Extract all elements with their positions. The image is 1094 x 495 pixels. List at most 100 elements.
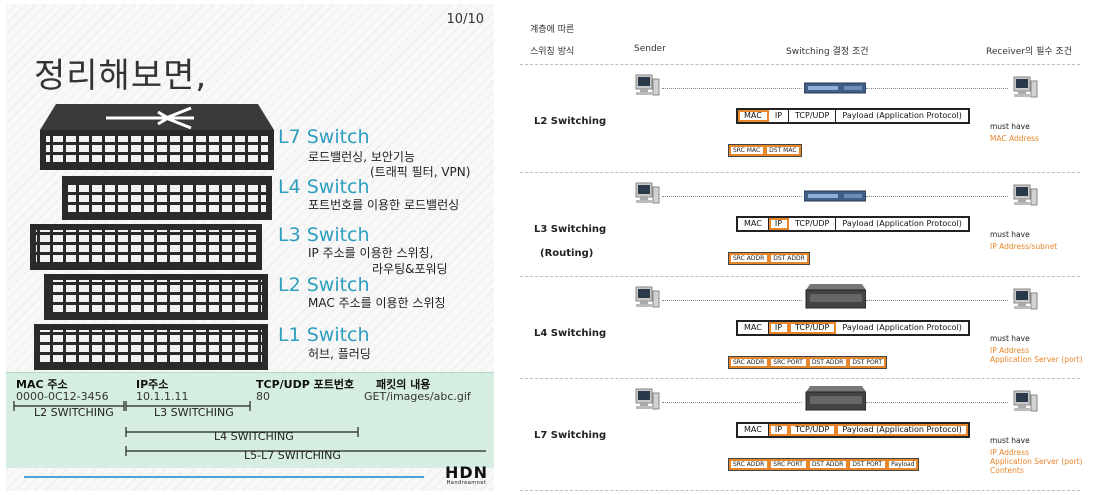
receiver-pc-icon <box>1012 288 1038 314</box>
required-item: MAC Address <box>990 134 1039 143</box>
ip-address-value: 10.1.1.11 <box>136 390 189 403</box>
must-have-label: must have <box>990 436 1030 445</box>
l3-desc-2: 라우팅&포워딩 <box>372 262 448 276</box>
col-layer-head-2: 스위칭 방식 <box>530 47 575 57</box>
link-line <box>662 402 802 403</box>
packet-field: MAC <box>738 218 769 230</box>
detail-field: SRC MAC <box>729 145 766 156</box>
must-have-label: must have <box>990 334 1030 343</box>
detail-field: DST PORT <box>848 357 887 368</box>
row-label: L4 Switching <box>534 328 607 339</box>
packet-field: Payload (Application Protocol) <box>842 323 962 332</box>
row-label: L2 Switching <box>534 116 607 127</box>
col-sender-head: Sender <box>634 44 666 54</box>
detail-field: DST ADDR <box>807 357 849 368</box>
port-head: TCP/UDP 포트번호 <box>256 378 355 391</box>
detail-field: DST MAC <box>765 145 801 156</box>
detail-field: Payload <box>887 459 919 470</box>
sender-pc-icon <box>634 74 660 100</box>
summary-slide: 10/10 정리해보면, L7 Switch <box>6 4 494 491</box>
detail-field: DST ADDR <box>807 459 849 470</box>
l2-switching-range: L2 SWITCHING <box>34 406 114 419</box>
detail-field: SRC PORT <box>769 357 808 368</box>
payload-value: GET/images/abc.gif <box>364 390 471 403</box>
l7-desc-2: (트래픽 필터, VPN) <box>370 165 471 179</box>
detail-field: DST ADDR <box>769 253 809 264</box>
link-line <box>866 196 1008 197</box>
receiver-pc-icon <box>1012 184 1038 210</box>
packet-field: MAC <box>738 322 769 334</box>
footer-line <box>24 476 424 478</box>
mac-address-value: 0000-0C12-3456 <box>16 390 109 403</box>
col-receiver-head: Receiver의 필수 조건 <box>986 47 1073 57</box>
must-have-label: must have <box>990 122 1030 131</box>
switching-comparison-table: 계층에 따른 스위칭 방식 Sender Switching 결정 조건 Rec… <box>520 14 1092 494</box>
l1-desc-1: 허브, 플러딩 <box>308 347 371 361</box>
row-label: L3 Switching <box>534 224 607 235</box>
required-item: Application Server (port) <box>990 355 1083 364</box>
l1-title: L1 Switch <box>278 324 370 346</box>
row-separator <box>520 378 1080 379</box>
slide-title: 정리해보면, <box>34 56 208 96</box>
packet-field: IP <box>768 322 790 334</box>
required-item: IP Address <box>990 448 1029 457</box>
detail-field: SRC PORT <box>769 459 808 470</box>
packet-field: TCP/UDP <box>789 322 837 334</box>
link-line <box>662 88 802 89</box>
port-value: 80 <box>256 390 270 403</box>
packet-field: Payload (Application Protocol) <box>842 111 962 120</box>
must-have-label: must have <box>990 230 1030 239</box>
sender-pc-icon <box>634 182 660 208</box>
packet-field: Payload (Application Protocol) <box>842 219 962 228</box>
sender-pc-icon <box>634 388 660 414</box>
hdn-logo: HDN Handreamnet <box>444 463 488 487</box>
l2-desc-1: MAC 주소를 이용한 스위칭 <box>308 296 446 310</box>
row-separator <box>520 172 1080 173</box>
switch-device-icon <box>803 188 867 207</box>
detail-field: SRC ADDR <box>729 253 770 264</box>
l7-desc-1: 로드밸런싱, 보안기능 <box>308 150 415 164</box>
receiver-pc-icon <box>1012 76 1038 102</box>
switching-range-band <box>6 372 494 468</box>
l4-desc-1: 포트번호를 이용한 로드밸런싱 <box>308 198 460 212</box>
mac-address-head: MAC 주소 <box>16 378 68 391</box>
l3-switching-range: L3 SWITCHING <box>154 406 234 419</box>
arrows-icon <box>106 106 194 130</box>
required-item: IP Address <box>990 346 1029 355</box>
row-separator <box>520 64 1080 65</box>
row-separator <box>520 276 1080 277</box>
row-label: L7 Switching <box>534 430 607 441</box>
col-layer-head-1: 계층에 따른 <box>530 25 575 35</box>
row-sublabel: (Routing) <box>540 248 594 259</box>
payload-head: 패킷의 내용 <box>376 378 431 391</box>
packet-field: TCP/UDP <box>789 424 837 436</box>
packet-field: TCP/UDP <box>789 218 837 230</box>
row-separator <box>520 490 1080 491</box>
switch-stack-illustration <box>30 104 274 370</box>
link-line <box>866 300 1008 301</box>
l5-l7-switching-range: L5-L7 SWITCHING <box>244 449 341 462</box>
required-item: Contents <box>990 466 1024 475</box>
link-line <box>662 300 802 301</box>
receiver-pc-icon <box>1012 390 1038 416</box>
detail-field: DST PORT <box>848 459 888 470</box>
packet-field: MAC <box>738 424 769 436</box>
required-item: IP Address/subnet <box>990 242 1058 251</box>
packet-field: Payload (Application Protocol) <box>836 424 968 436</box>
l4-switching-range: L4 SWITCHING <box>214 430 294 443</box>
sender-pc-icon <box>634 286 660 312</box>
required-item: Application Server (port) <box>990 457 1083 466</box>
l3-title: L3 Switch <box>278 224 370 246</box>
packet-field: TCP/UDP <box>789 110 837 122</box>
switch-device-icon <box>803 80 867 99</box>
packet-field: IP <box>768 424 790 436</box>
packet-field: IP <box>768 218 790 230</box>
switch-device-icon <box>804 386 867 416</box>
